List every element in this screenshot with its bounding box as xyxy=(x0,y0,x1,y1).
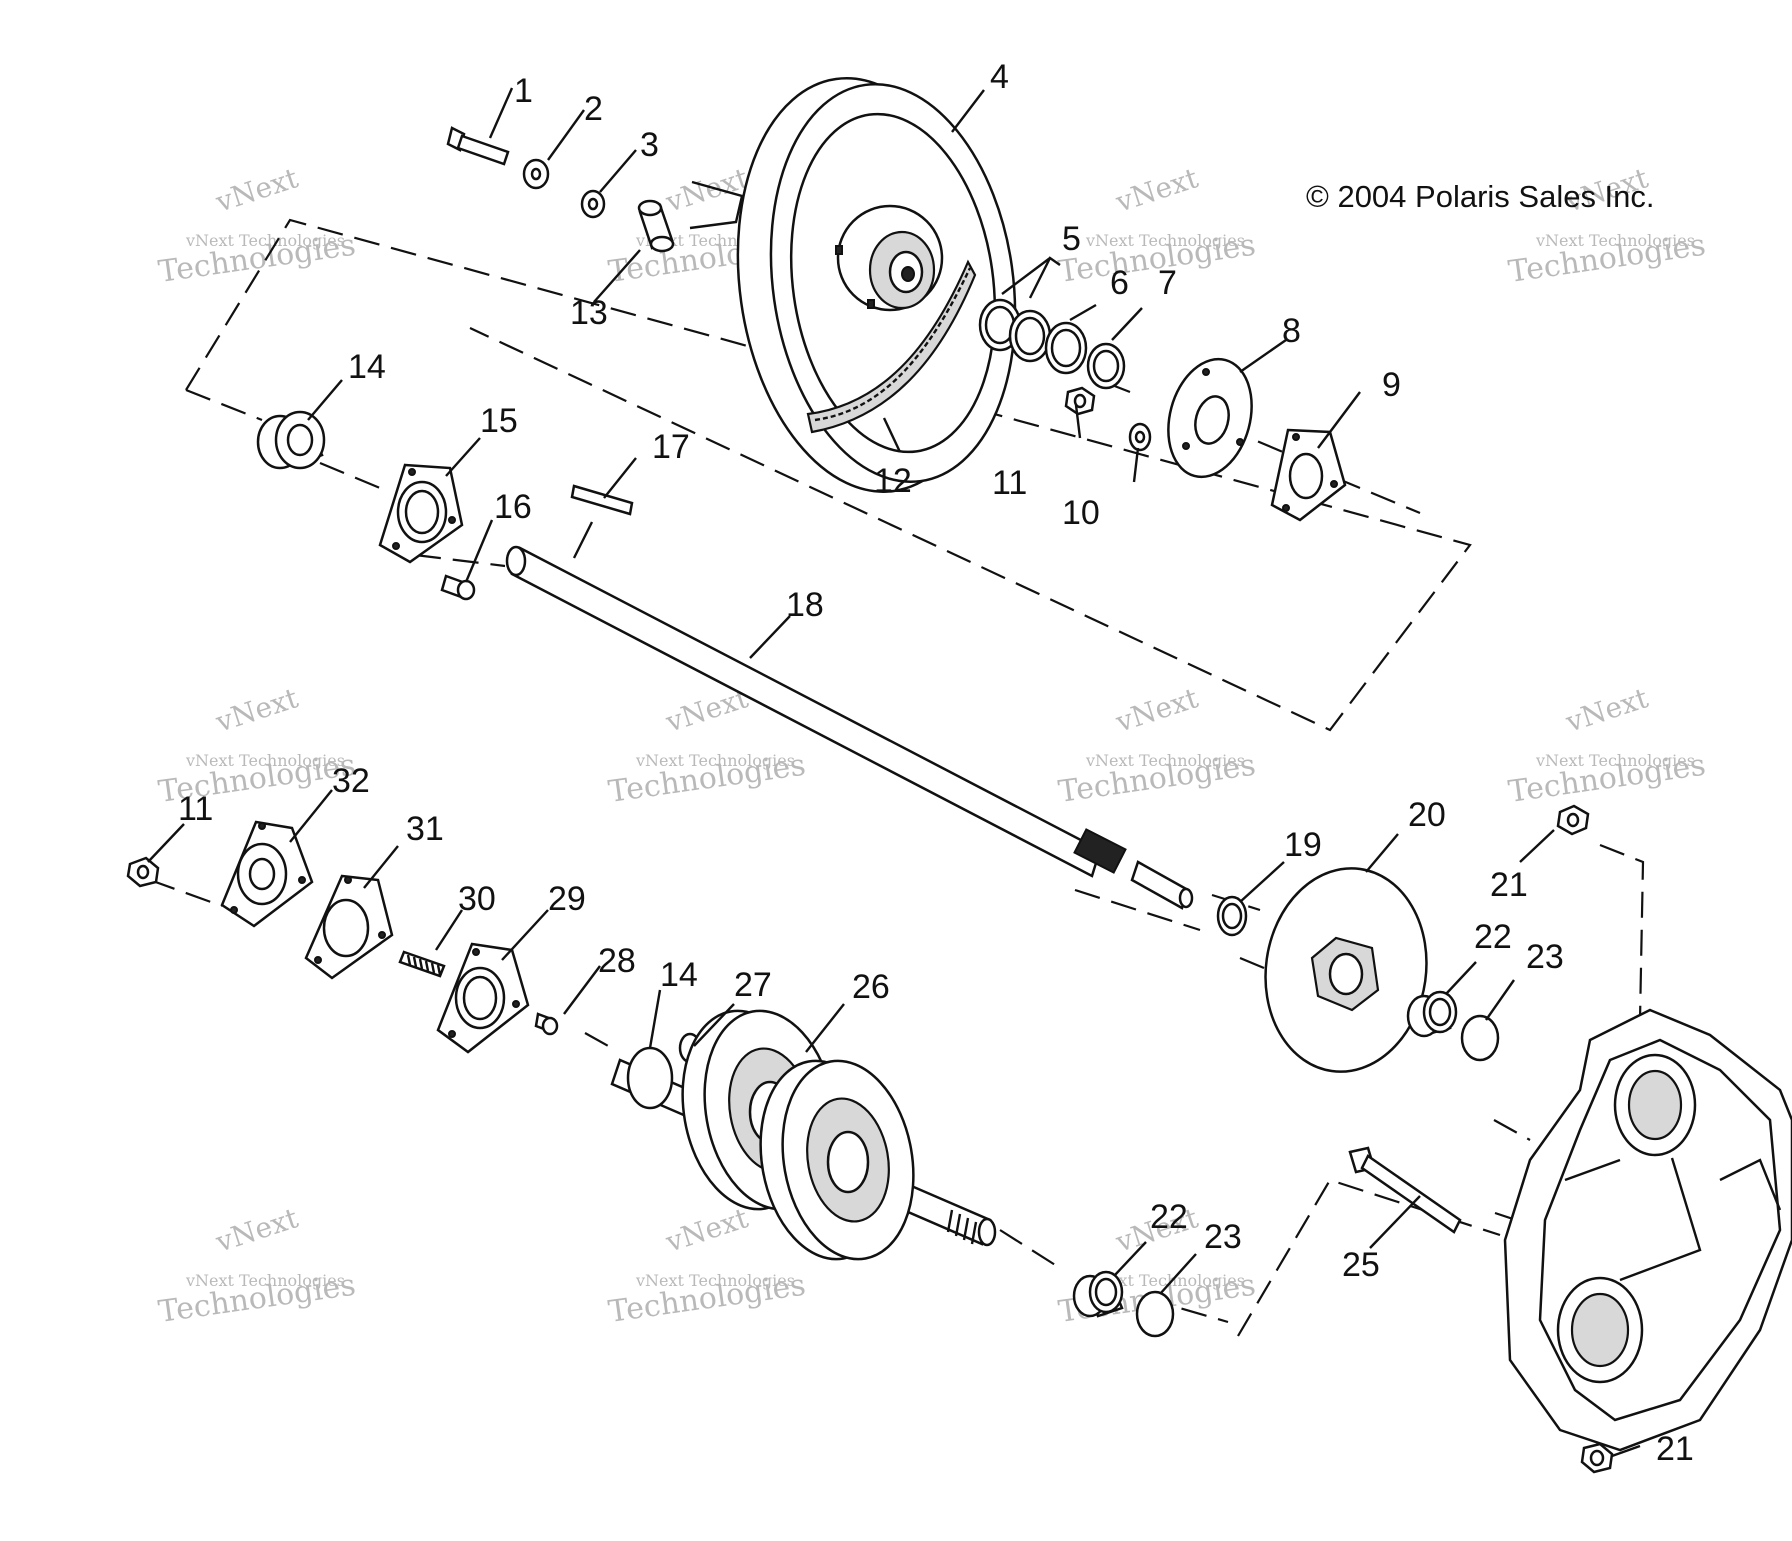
watermark-caption: vNext Technologies xyxy=(185,231,345,250)
watermark-caption: vNext Technologies xyxy=(1535,751,1695,770)
part-label-23: 23 xyxy=(1526,938,1564,976)
watermark-caption: vNext Technologies xyxy=(185,1271,345,1290)
part-label-27: 27 xyxy=(734,966,772,1004)
part-label-18: 18 xyxy=(786,586,824,624)
part-label-16: 16 xyxy=(494,488,532,526)
watermark-caption: vNext Technologies xyxy=(1085,231,1245,250)
track-drive-shaft-part xyxy=(610,1009,997,1261)
nut-part xyxy=(1064,386,1096,416)
watermark-word: vNext xyxy=(1561,681,1653,739)
part-label-8: 8 xyxy=(1282,312,1301,350)
watermark-word: vNext xyxy=(1111,161,1203,219)
leader-lines xyxy=(147,87,1641,1458)
retainer-plate-part xyxy=(1167,357,1253,479)
bearing-part xyxy=(256,410,326,470)
watermark-caption: vNext Technologies xyxy=(1085,1271,1245,1290)
watermark-caption: vNext Technologies xyxy=(635,751,795,770)
part-label-28: 28 xyxy=(598,942,636,980)
drive-sprocket-part xyxy=(736,77,1017,493)
part-label-17: 17 xyxy=(652,428,690,466)
part-label-21: 21 xyxy=(1490,866,1528,904)
part-label-29: 29 xyxy=(548,880,586,918)
assembly-guide-lines xyxy=(149,218,1645,1337)
watermark-caption: vNext Technologies xyxy=(635,1271,795,1290)
part-label-19: 19 xyxy=(1284,826,1322,864)
drive-chain-part xyxy=(806,259,977,434)
part-label-4: 4 xyxy=(990,58,1009,96)
part-label-31: 31 xyxy=(406,810,444,848)
part-label-6: 6 xyxy=(1110,264,1129,302)
part-label-22-lower: 22 xyxy=(1150,1198,1188,1236)
watermark-word: vNext xyxy=(661,1201,753,1259)
part-label-7: 7 xyxy=(1158,264,1177,302)
part-label-2: 2 xyxy=(584,90,603,128)
part-label-20: 20 xyxy=(1408,796,1446,834)
watermark-caption: vNext Technologies xyxy=(185,751,345,770)
driven-sprocket-part xyxy=(1264,867,1428,1073)
bearing-flange-part xyxy=(436,942,530,1054)
flange-bolt-part xyxy=(440,574,476,601)
shaft-key-part xyxy=(570,484,634,516)
nut-part xyxy=(126,856,160,888)
bearing-flange-part xyxy=(1270,428,1347,522)
part-label-22: 22 xyxy=(1474,918,1512,956)
part-label-3: 3 xyxy=(640,126,659,164)
part-label-11: 11 xyxy=(992,464,1027,502)
part-label-14: 14 xyxy=(348,348,386,386)
part-number-labels: 1 2 3 4 5 6 7 8 9 10 11 12 13 14 15 16 1… xyxy=(178,58,1694,1468)
chaincase-housing xyxy=(1503,1008,1792,1452)
part-label-15: 15 xyxy=(480,402,518,440)
seal-part xyxy=(1135,1290,1175,1338)
copyright-notice: © 2004 Polaris Sales Inc. xyxy=(1306,179,1655,214)
drive-shaft-part xyxy=(505,545,1194,910)
part-label-13: 13 xyxy=(570,294,608,332)
part-label-32: 32 xyxy=(332,762,370,800)
part-label-30: 30 xyxy=(458,880,496,918)
part-label-14-lower: 14 xyxy=(660,956,698,994)
case-nut-part xyxy=(1580,1442,1614,1474)
chaincase-bearing-part xyxy=(1406,990,1458,1038)
part-label-9: 9 xyxy=(1382,366,1401,404)
watermark-caption: vNext Technologies xyxy=(1535,231,1695,250)
watermark-word: vNext xyxy=(211,161,303,219)
part-label-26: 26 xyxy=(852,968,890,1006)
part-label-11-left: 11 xyxy=(178,790,213,828)
part-label-10: 10 xyxy=(1062,494,1100,532)
spacer-part xyxy=(637,199,675,253)
part-label-21-lower: 21 xyxy=(1656,1430,1694,1468)
grease-fitting-part xyxy=(534,1012,559,1036)
bolt-part xyxy=(446,126,510,166)
watermark-word: vNext xyxy=(211,1201,303,1259)
bearing-flange-part xyxy=(378,463,464,564)
bearing-cap-part xyxy=(220,820,314,928)
gasket-part xyxy=(304,874,394,980)
bearing-part xyxy=(1072,1270,1124,1318)
stud-part xyxy=(398,950,446,978)
case-bolt-part xyxy=(1348,1146,1462,1234)
watermark-word: vNext xyxy=(1111,681,1203,739)
part-label-1: 1 xyxy=(514,72,533,110)
part-label-23-lower: 23 xyxy=(1204,1218,1242,1256)
part-label-12: 12 xyxy=(874,462,912,500)
chaincase-seal-part xyxy=(1460,1014,1500,1062)
part-label-25: 25 xyxy=(1342,1246,1380,1284)
part-label-5: 5 xyxy=(1062,220,1081,258)
watermark-word: vNext xyxy=(211,681,303,739)
case-nut-part xyxy=(1556,804,1590,836)
watermark-caption: vNext Technologies xyxy=(1085,751,1245,770)
